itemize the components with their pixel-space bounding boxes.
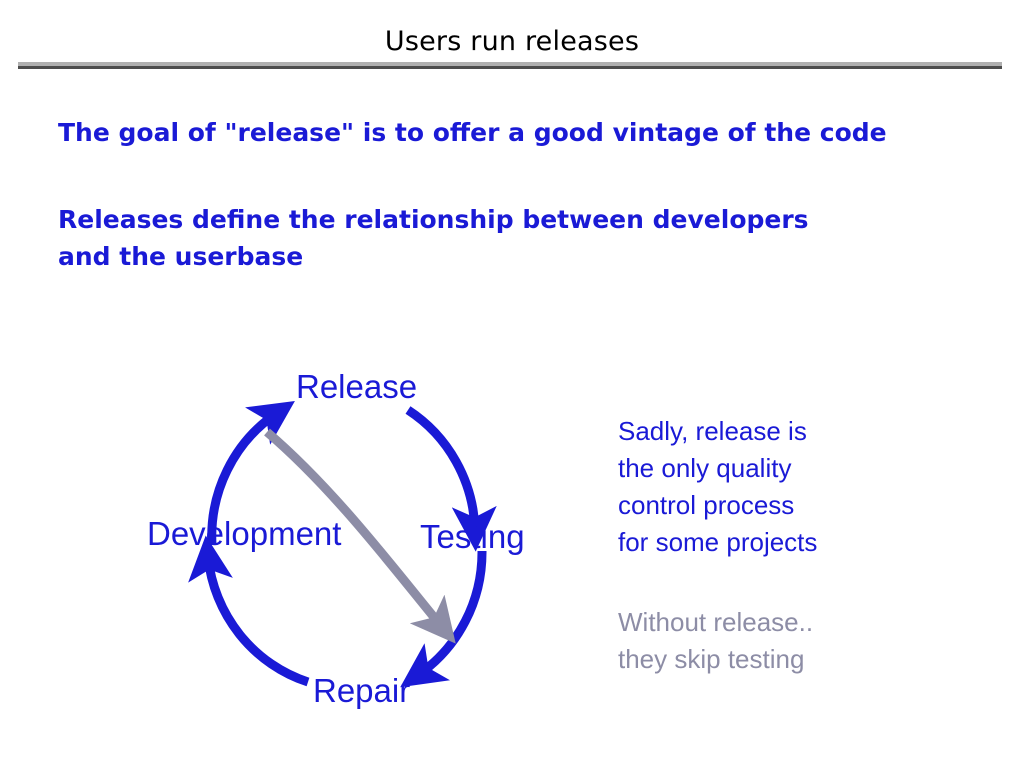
cycle-node-release: Release xyxy=(296,368,417,405)
edge-release-to-testing xyxy=(405,406,497,552)
edge-shortcut-release-to-repair xyxy=(264,428,456,644)
page-title: Users run releases xyxy=(384,26,640,57)
edge-development-to-release xyxy=(207,400,295,546)
title-divider xyxy=(18,62,1002,69)
divider-highlight xyxy=(18,62,1002,66)
cycle-node-testing: Testing xyxy=(420,518,525,555)
cycle-diagram: Release Testing Repair Development xyxy=(130,355,590,725)
cycle-diagram-svg: Release Testing Repair Development xyxy=(147,368,525,709)
bullet-line-2: Releases define the relationship between… xyxy=(58,205,809,271)
divider-shadow xyxy=(18,66,1002,69)
note-gray: Without release.. they skip testing xyxy=(618,607,814,674)
edge-testing-to-repair xyxy=(400,550,487,688)
bullet-line-1: The goal of "release" is to offer a good… xyxy=(58,118,887,147)
cycle-node-repair: Repair xyxy=(313,672,410,709)
edge-repair-to-development xyxy=(188,535,310,687)
note-blue: Sadly, release is the only quality contr… xyxy=(618,416,818,557)
cycle-node-development: Development xyxy=(147,515,341,552)
